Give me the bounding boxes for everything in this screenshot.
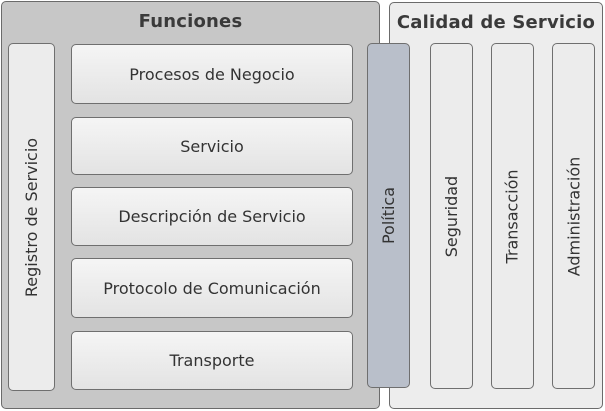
layer-servicio: Servicio — [71, 117, 353, 175]
administracion-box: Administración — [552, 43, 595, 389]
calidad-title: Calidad de Servicio — [396, 12, 596, 33]
layer-label: Descripción de Servicio — [118, 207, 306, 226]
layer-transporte: Transporte — [71, 331, 353, 390]
registro-servicio-label: Registro de Servicio — [22, 137, 42, 297]
seguridad-box: Seguridad — [430, 43, 473, 389]
politica-box: Política — [367, 43, 410, 388]
layer-procesos-negocio: Procesos de Negocio — [71, 44, 353, 104]
layer-label: Servicio — [180, 136, 244, 156]
registro-servicio-box: Registro de Servicio — [8, 43, 55, 391]
funciones-title: Funciones — [138, 11, 243, 32]
seguridad-label: Seguridad — [442, 175, 461, 257]
layer-label: Procesos de Negocio — [129, 64, 295, 84]
transaccion-box: Transacción — [491, 43, 534, 389]
layer-descripcion-servicio: Descripción de Servicio — [71, 187, 353, 246]
layer-label: Transporte — [169, 351, 255, 370]
politica-label: Política — [379, 186, 399, 245]
layer-protocolo-comunicacion: Protocolo de Comunicación — [71, 258, 353, 318]
administracion-label: Administración — [564, 156, 584, 276]
layer-label: Protocolo de Comunicación — [103, 278, 321, 298]
transaccion-label: Transacción — [503, 168, 522, 264]
